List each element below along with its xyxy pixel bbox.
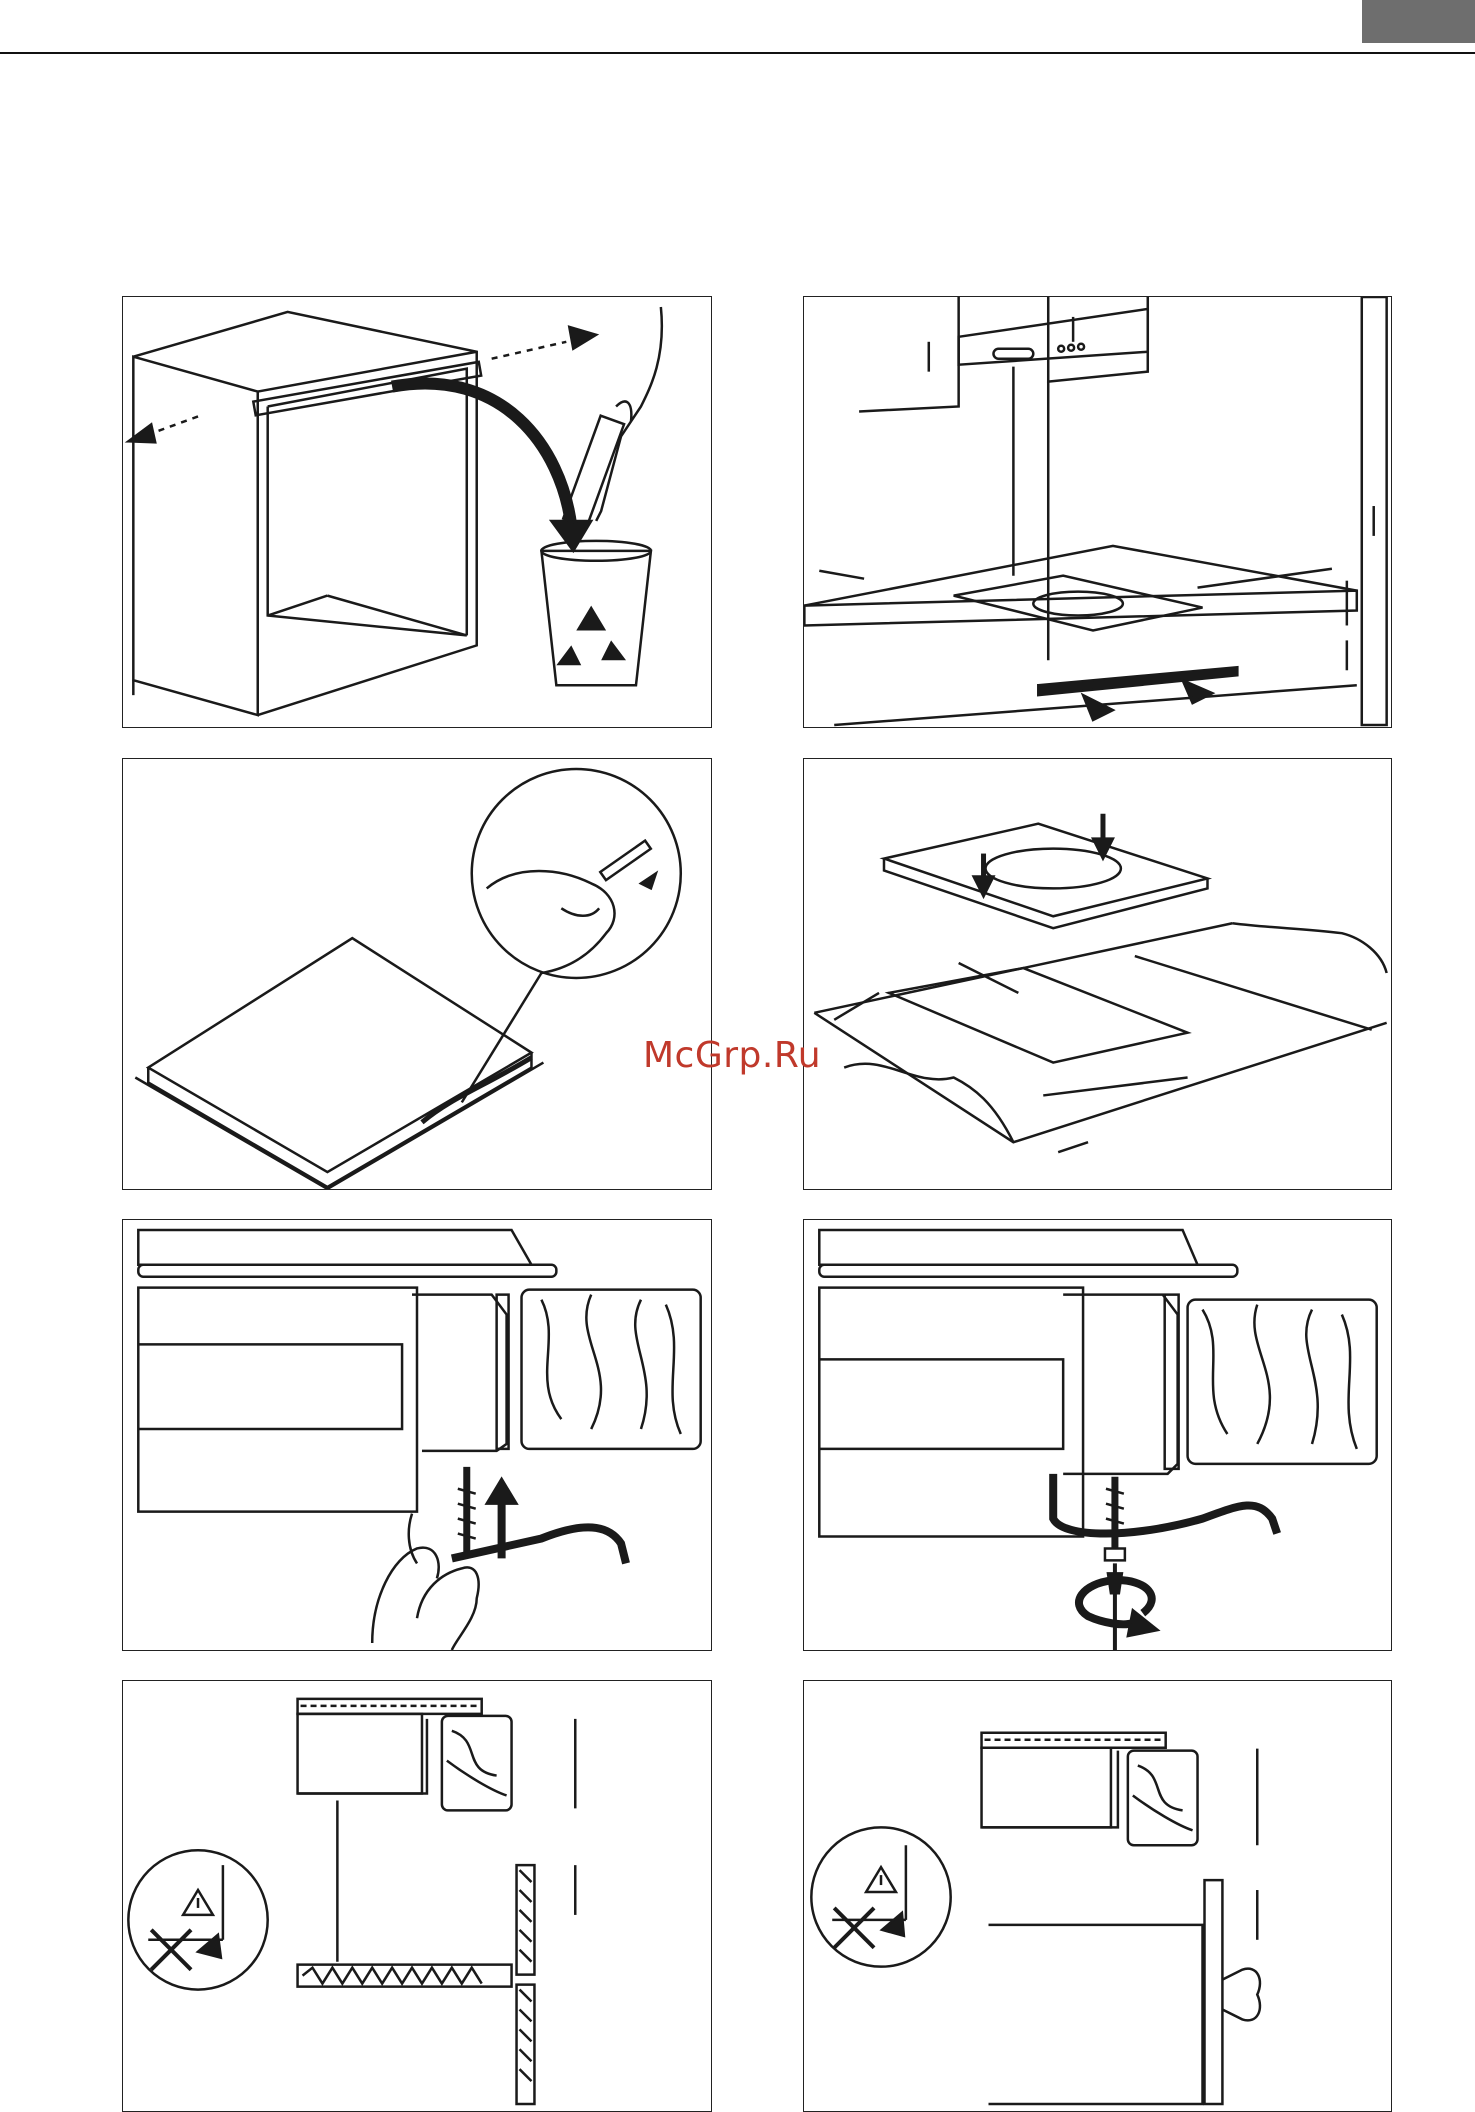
warning-icon — [128, 1850, 267, 1989]
cross-icon — [834, 1908, 874, 1948]
step-8-panel — [803, 1680, 1392, 2112]
wood-grain-icon — [1128, 1751, 1198, 1846]
warning-icon — [811, 1827, 950, 1966]
hob-icon — [884, 824, 1207, 929]
cooker-hood-icon — [959, 309, 1148, 365]
screw-icon — [458, 1467, 476, 1559]
wood-grain-icon — [298, 1716, 535, 2104]
wall-cabinet-icon — [859, 297, 1387, 725]
watermark-text: McGrp.Ru — [643, 1035, 821, 1076]
dimension-arrow-icon — [337, 1719, 575, 1962]
hob-underside-icon — [135, 938, 543, 1189]
screw-icon — [1105, 1477, 1125, 1561]
bracket-icon — [1063, 1295, 1178, 1474]
header-rule — [0, 52, 1475, 54]
step-7-panel — [122, 1680, 712, 2112]
step-6-panel — [803, 1219, 1392, 1651]
sealing-strip-icon — [422, 1058, 531, 1123]
step-1-panel — [122, 296, 712, 728]
step-2-panel — [803, 296, 1392, 728]
hob-icon — [954, 576, 1203, 631]
cabinet-icon — [133, 312, 481, 715]
step-4-panel — [803, 758, 1392, 1190]
drawer-knob-icon — [1222, 1969, 1260, 2021]
step-5-panel — [122, 1219, 712, 1651]
worktop-cutout-icon — [814, 923, 1386, 1142]
wood-grain-icon — [522, 1290, 701, 1449]
bracket-icon — [412, 1295, 509, 1451]
recycle-bin-icon — [541, 541, 650, 685]
arrow-right-icon — [492, 327, 597, 359]
dimension-arrow-icon — [819, 367, 1347, 671]
hand-icon — [487, 841, 651, 973]
arrow-left-icon — [128, 416, 198, 442]
wood-grain-icon — [1188, 1300, 1377, 1464]
step-3-panel — [122, 758, 712, 1190]
cross-icon — [151, 1930, 191, 1970]
page-corner-tab — [1362, 0, 1475, 43]
curved-arrow-icon — [392, 383, 571, 525]
